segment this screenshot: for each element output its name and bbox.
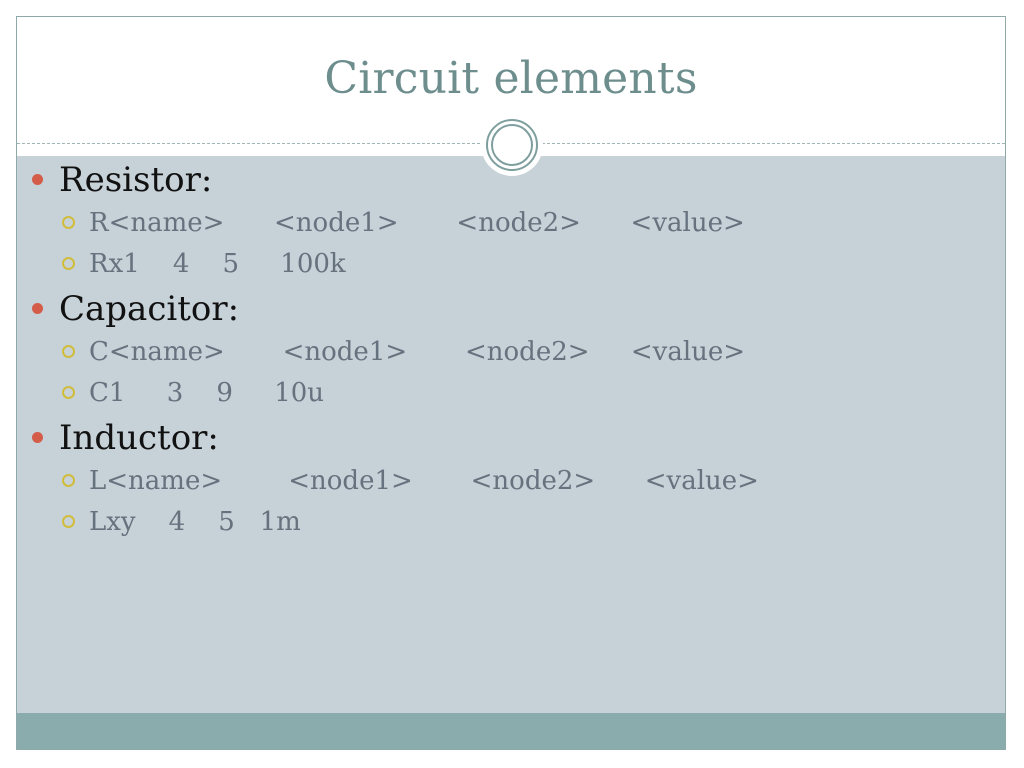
sub-bullet: Lxy 4 5 1m	[28, 501, 968, 542]
sub-bullet: L<name> <node1> <node2> <value>	[28, 460, 968, 501]
sub-bullet: C1 3 9 10u	[28, 372, 968, 413]
resistor-example: Rx1 4 5 100k	[89, 248, 346, 279]
hollow-ring-icon	[62, 216, 75, 229]
sub-bullet: C<name> <node1> <node2> <value>	[28, 331, 968, 372]
filled-dot-icon	[32, 303, 43, 314]
content-area	[17, 156, 1005, 716]
hollow-ring-icon	[62, 257, 75, 270]
hollow-ring-icon	[62, 386, 75, 399]
filled-dot-icon	[32, 432, 43, 443]
hollow-ring-icon	[62, 515, 75, 528]
slide-title: Circuit elements	[324, 53, 698, 104]
hollow-ring-icon	[62, 474, 75, 487]
slide: Circuit elements	[16, 16, 1006, 750]
filled-dot-icon	[32, 174, 43, 185]
capacitor-syntax: C<name> <node1> <node2> <value>	[89, 336, 746, 367]
bullet-label: Inductor:	[59, 417, 219, 458]
bullet-inductor: Inductor:	[28, 415, 968, 460]
footer-band	[17, 713, 1005, 749]
resistor-syntax: R<name> <node1> <node2> <value>	[89, 207, 745, 238]
capacitor-example: C1 3 9 10u	[89, 377, 325, 408]
hollow-ring-icon	[62, 345, 75, 358]
bullet-label: Resistor:	[59, 159, 213, 200]
inductor-example: Lxy 4 5 1m	[89, 506, 301, 537]
inductor-syntax: L<name> <node1> <node2> <value>	[89, 465, 759, 496]
sub-bullet: Rx1 4 5 100k	[28, 243, 968, 284]
ornament-inner-ring	[491, 124, 533, 166]
bullet-label: Capacitor:	[59, 288, 240, 329]
bullet-resistor: Resistor:	[28, 157, 968, 202]
sub-bullet: R<name> <node1> <node2> <value>	[28, 202, 968, 243]
bullet-capacitor: Capacitor:	[28, 286, 968, 331]
bullet-list: Resistor: R<name> <node1> <node2> <value…	[28, 155, 968, 542]
